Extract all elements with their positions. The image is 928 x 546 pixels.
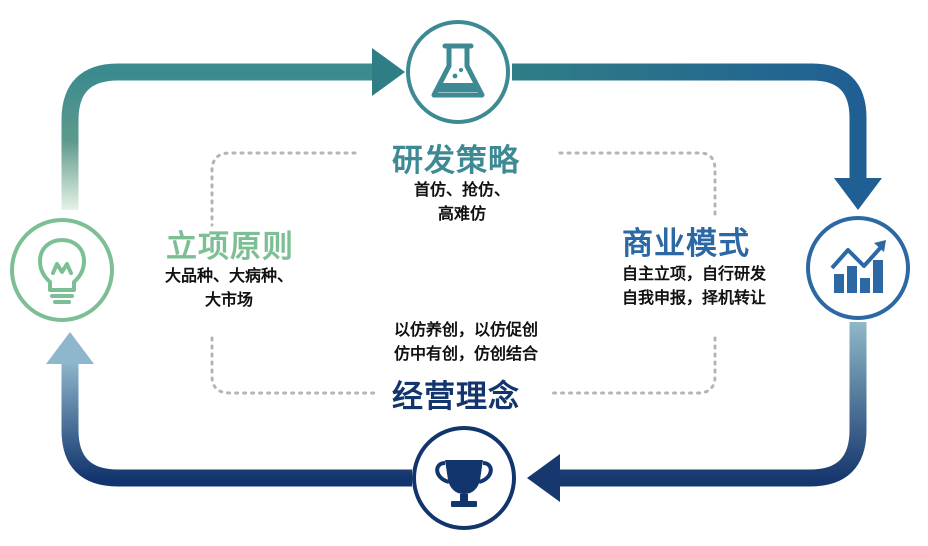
arrow-head-right — [372, 48, 405, 96]
node-operation — [412, 426, 516, 530]
principle-desc-line-2: 大市场 — [204, 290, 253, 309]
operation-title: 经营理念 — [392, 379, 520, 415]
operation-desc-line-2: 仿中有创，仿创结合 — [393, 344, 538, 363]
business-title: 商业模式 — [622, 226, 750, 262]
cycle-arc-top-left — [61, 63, 375, 210]
principle-desc-line-1: 大品种、大病种、 — [164, 266, 293, 285]
cycle-arc-top-right — [512, 63, 867, 180]
operation-desc: 以仿养创，以仿促创 仿中有创，仿创结合 — [368, 318, 564, 366]
cycle-arc-bottom-left — [61, 362, 412, 487]
business-desc-line-1: 自主立项，自行研发 — [621, 264, 766, 283]
growth-chart-icon — [830, 240, 886, 293]
lightbulb-icon — [38, 238, 86, 304]
arrow-head-left — [527, 454, 560, 502]
principle-desc: 大品种、大病种、 大市场 — [134, 264, 324, 312]
node-principle — [10, 218, 114, 322]
flask-icon — [431, 43, 485, 98]
dotted-frame — [210, 151, 717, 395]
arrow-head-up — [46, 332, 94, 364]
research-desc-line-2: 高难仿 — [437, 204, 486, 223]
arrow-head-down — [834, 178, 882, 210]
node-research — [406, 20, 510, 124]
research-desc-line-1: 首仿、抢仿、 — [413, 180, 510, 199]
business-desc: 自主立项，自行研发 自我申报，择机转让 — [596, 262, 792, 310]
principle-title: 立项原则 — [166, 229, 294, 265]
node-business — [806, 216, 910, 320]
cycle-arc-bottom-right — [558, 322, 867, 487]
business-desc-line-2: 自我申报，择机转让 — [621, 288, 766, 307]
research-desc: 首仿、抢仿、 高难仿 — [372, 178, 552, 226]
trophy-icon — [435, 460, 493, 507]
research-title: 研发策略 — [392, 143, 520, 179]
operation-desc-line-1: 以仿养创，以仿促创 — [393, 320, 538, 339]
